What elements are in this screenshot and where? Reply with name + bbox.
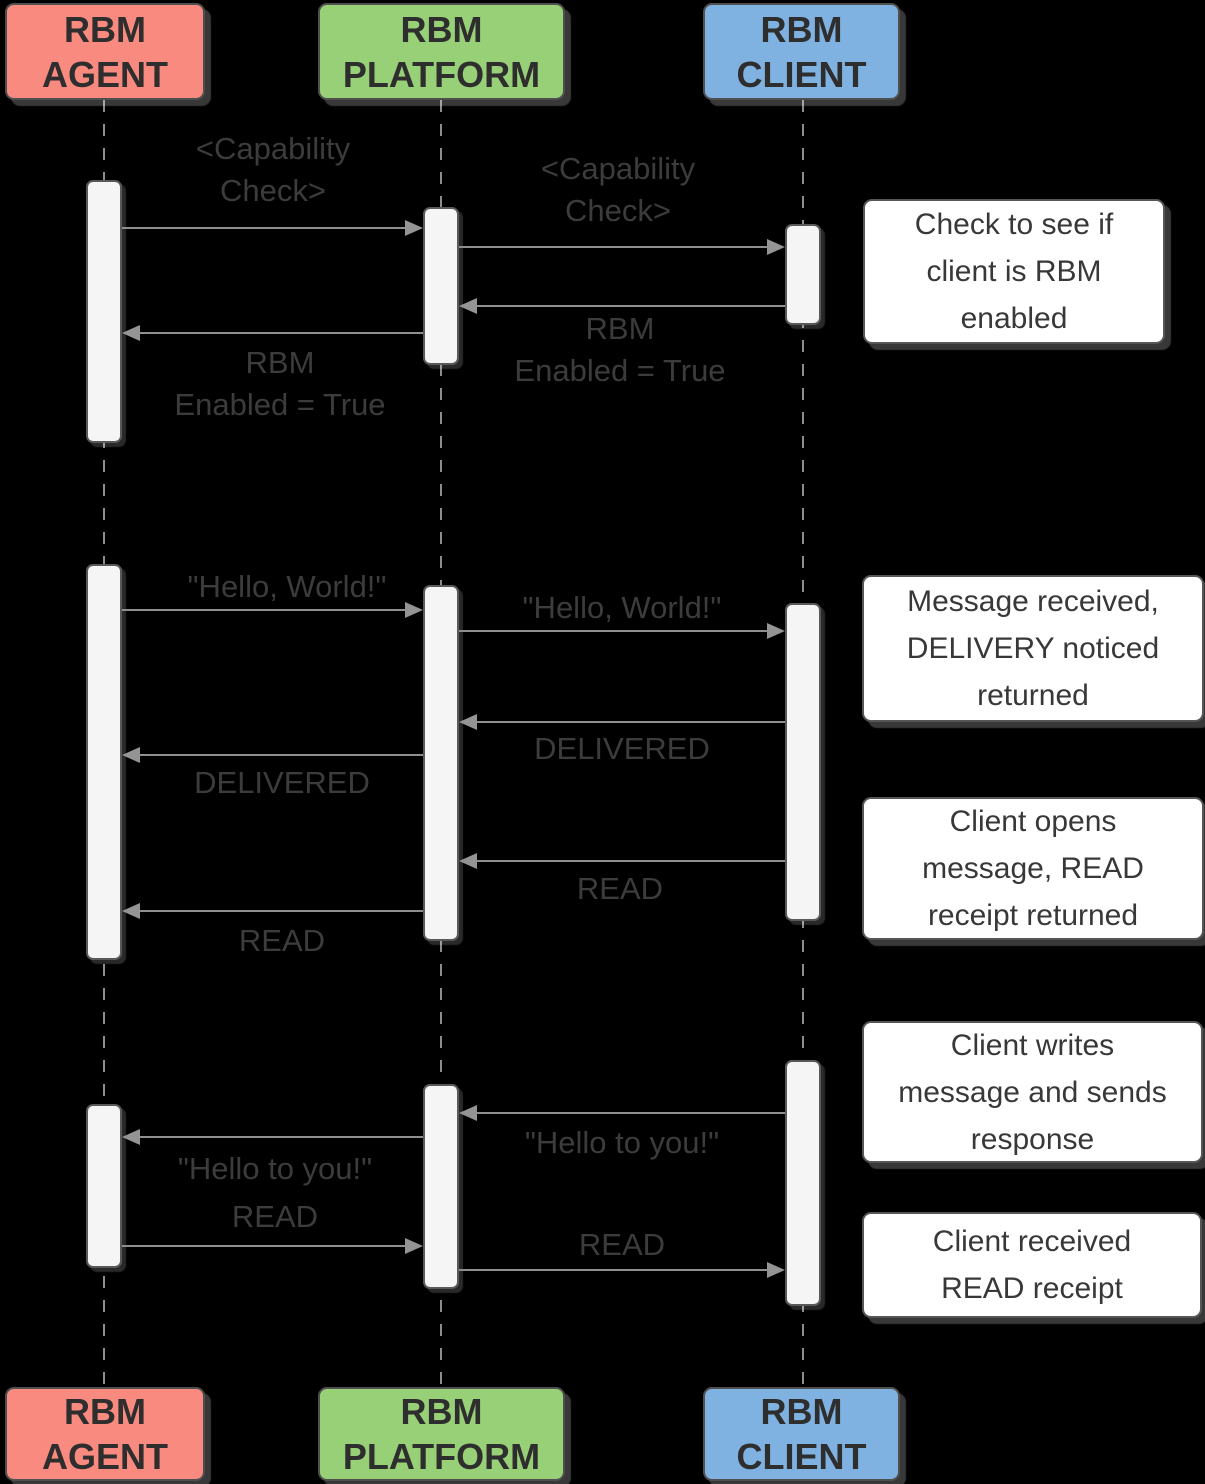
- message-arrow-hello-world-platform-client: [459, 630, 767, 632]
- arrowhead-icon: [405, 602, 423, 618]
- activation-bar-agent-3: [86, 1104, 122, 1268]
- activation-bar-client-3: [785, 1060, 821, 1306]
- actor-box-client-top: RBM CLIENT: [703, 3, 900, 100]
- actor-box-agent-top: RBM AGENT: [5, 3, 205, 100]
- activation-bar-platform-2: [423, 585, 459, 941]
- activation-bar-agent-1: [86, 180, 122, 443]
- note-read-receipt: Client received READ receipt: [862, 1212, 1202, 1318]
- arrowhead-icon: [459, 298, 477, 314]
- actor-box-platform-top: RBM PLATFORM: [318, 3, 565, 100]
- actor-box-platform-bottom: RBM PLATFORM: [318, 1387, 565, 1481]
- arrowhead-icon: [122, 903, 140, 919]
- message-arrow-delivered-platform-agent: [140, 754, 423, 756]
- arrowhead-icon: [405, 1238, 423, 1254]
- message-label: "Hello to you!": [524, 1125, 720, 1160]
- message-arrow-hello-to-you-platform-agent: [140, 1136, 423, 1138]
- arrowhead-icon: [459, 714, 477, 730]
- message-label: "Hello, World!": [522, 590, 722, 625]
- message-arrow-hello-world-agent-platform: [122, 609, 405, 611]
- message-arrow-rbm-enabled-client-platform: [477, 305, 785, 307]
- activation-bar-agent-2: [86, 564, 122, 960]
- message-arrow-delivered-client-platform: [477, 721, 785, 723]
- actor-box-agent-bottom: RBM AGENT: [5, 1387, 205, 1481]
- note-client-writes: Client writes message and sends response: [862, 1021, 1203, 1163]
- message-label: DELIVERED: [534, 731, 710, 766]
- message-label: <Capability Check>: [540, 151, 696, 228]
- activation-bar-platform-3: [423, 1084, 459, 1289]
- message-arrow-read-platform-client: [459, 1269, 767, 1271]
- message-label: READ: [238, 923, 326, 958]
- arrowhead-icon: [405, 220, 423, 236]
- message-label: RBM Enabled = True: [174, 345, 386, 422]
- message-label: "Hello, World!": [187, 569, 387, 604]
- note-message-received: Message received, DELIVERY noticed retur…: [862, 575, 1204, 722]
- message-arrow-rbm-enabled-platform-agent: [140, 332, 423, 334]
- note-client-opens: Client opens message, READ receipt retur…: [862, 797, 1204, 940]
- message-arrow-capability-check-platform-client: [459, 246, 767, 248]
- arrowhead-icon: [459, 1105, 477, 1121]
- message-label: "Hello to you!": [177, 1151, 373, 1186]
- arrowhead-icon: [767, 1262, 785, 1278]
- actor-box-client-bottom: RBM CLIENT: [703, 1387, 900, 1481]
- message-arrow-read-platform-agent: [140, 910, 423, 912]
- activation-bar-client-1: [785, 224, 821, 325]
- arrowhead-icon: [767, 623, 785, 639]
- message-arrow-read-client-platform: [477, 860, 785, 862]
- message-arrow-hello-to-you-client-platform: [477, 1112, 785, 1114]
- message-label: <Capability Check>: [195, 131, 351, 208]
- arrowhead-icon: [459, 853, 477, 869]
- activation-bar-client-2: [785, 603, 821, 921]
- note-capability-check: Check to see if client is RBM enabled: [863, 199, 1165, 344]
- message-label: READ: [578, 1227, 666, 1262]
- message-label: DELIVERED: [194, 765, 370, 800]
- message-arrow-read-agent-platform: [122, 1245, 405, 1247]
- arrowhead-icon: [767, 239, 785, 255]
- arrowhead-icon: [122, 747, 140, 763]
- arrowhead-icon: [122, 325, 140, 341]
- message-label: READ: [576, 871, 664, 906]
- message-label: RBM Enabled = True: [514, 311, 726, 388]
- message-label: READ: [231, 1199, 319, 1234]
- arrowhead-icon: [122, 1129, 140, 1145]
- message-arrow-capability-check-agent-platform: [122, 227, 405, 229]
- activation-bar-platform-1: [423, 207, 459, 365]
